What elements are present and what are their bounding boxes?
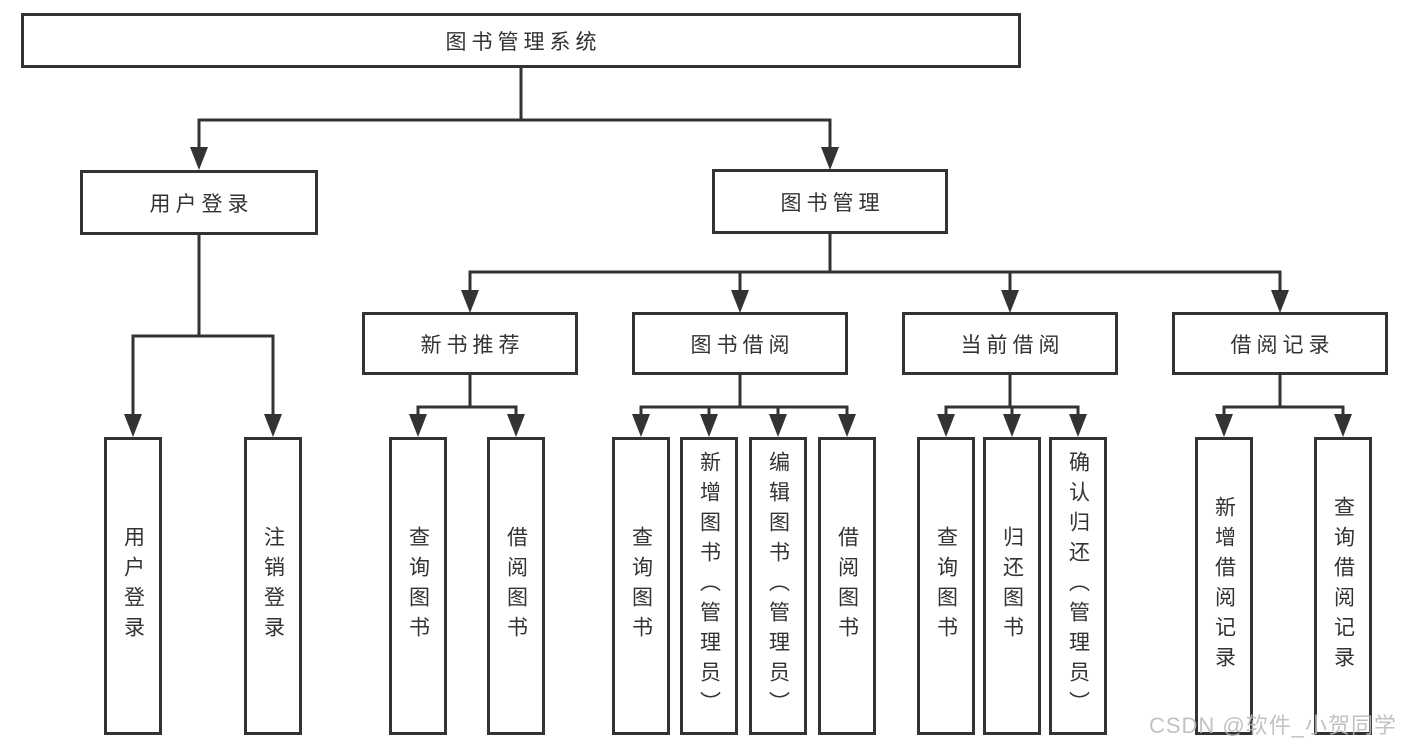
node-root-library-system: 图书管理系统 — [21, 13, 1021, 68]
node-new-book-recommend: 新书推荐 — [362, 312, 578, 375]
csdn-watermark: CSDN @软件_小贺同学 — [1148, 713, 1397, 738]
node-label: 新书推荐 — [420, 333, 525, 357]
node-label: 图书借阅 — [690, 333, 795, 357]
node-book-borrowing: 图书借阅 — [632, 312, 848, 375]
arrow-down-icon — [1069, 414, 1087, 437]
leaf-current-query-books: 查询图书 — [917, 437, 975, 735]
node-label: 当前借阅 — [960, 333, 1065, 357]
node-label: 图书管理 — [780, 191, 885, 215]
leaf-borrowing-edit-books-admin: 编辑图书（管理员） — [749, 437, 807, 735]
leaf-borrowing-query-books: 查询图书 — [612, 437, 670, 735]
arrow-down-icon — [461, 290, 479, 313]
arrow-down-icon — [1271, 290, 1289, 313]
node-label: 借阅图书 — [835, 526, 859, 646]
arrow-down-icon — [821, 147, 839, 170]
leaf-recommend-query-books: 查询图书 — [389, 437, 447, 735]
node-borrow-records: 借阅记录 — [1172, 312, 1388, 375]
arrow-down-icon — [409, 414, 427, 437]
node-label: 注销登录 — [261, 526, 285, 646]
leaf-recommend-borrow-books: 借阅图书 — [487, 437, 545, 735]
leaf-current-confirm-return-admin: 确认归还（管理员） — [1049, 437, 1107, 735]
node-label: 图书管理系统 — [445, 30, 602, 54]
leaf-user-logout: 注销登录 — [244, 437, 302, 735]
leaf-borrowing-add-books-admin: 新增图书（管理员） — [680, 437, 738, 735]
arrow-down-icon — [937, 414, 955, 437]
node-label: 编辑图书（管理员） — [766, 451, 790, 721]
arrow-down-icon — [1215, 414, 1233, 437]
leaf-user-login: 用户登录 — [104, 437, 162, 735]
node-label: 新增图书（管理员） — [697, 451, 721, 721]
arrow-down-icon — [507, 414, 525, 437]
node-label: 借阅图书 — [504, 526, 528, 646]
arrow-down-icon — [1003, 414, 1021, 437]
node-label: 确认归还（管理员） — [1066, 451, 1090, 721]
node-label: 用户登录 — [121, 526, 145, 646]
leaf-records-query-record: 查询借阅记录 — [1314, 437, 1372, 735]
node-user-login: 用户登录 — [80, 170, 318, 235]
arrow-down-icon — [1334, 414, 1352, 437]
node-current-borrow: 当前借阅 — [902, 312, 1118, 375]
arrow-down-icon — [769, 414, 787, 437]
node-label: 新增借阅记录 — [1212, 496, 1236, 676]
arrow-down-icon — [264, 414, 282, 437]
arrow-down-icon — [731, 290, 749, 313]
leaf-current-return-books: 归还图书 — [983, 437, 1041, 735]
arrow-down-icon — [700, 414, 718, 437]
node-label: 查询图书 — [629, 526, 653, 646]
arrow-down-icon — [632, 414, 650, 437]
arrow-down-icon — [190, 147, 208, 170]
leaf-borrowing-borrow-books: 借阅图书 — [818, 437, 876, 735]
node-label: 用户登录 — [149, 192, 254, 216]
arrow-down-icon — [124, 414, 142, 437]
leaf-records-add-record: 新增借阅记录 — [1195, 437, 1253, 735]
node-label: 查询借阅记录 — [1331, 496, 1355, 676]
node-label: 借阅记录 — [1230, 333, 1335, 357]
node-label: 查询图书 — [934, 526, 958, 646]
arrow-down-icon — [838, 414, 856, 437]
node-label: 查询图书 — [406, 526, 430, 646]
arrow-down-icon — [1001, 290, 1019, 313]
node-book-management: 图书管理 — [712, 169, 948, 234]
node-label: 归还图书 — [1000, 526, 1024, 646]
